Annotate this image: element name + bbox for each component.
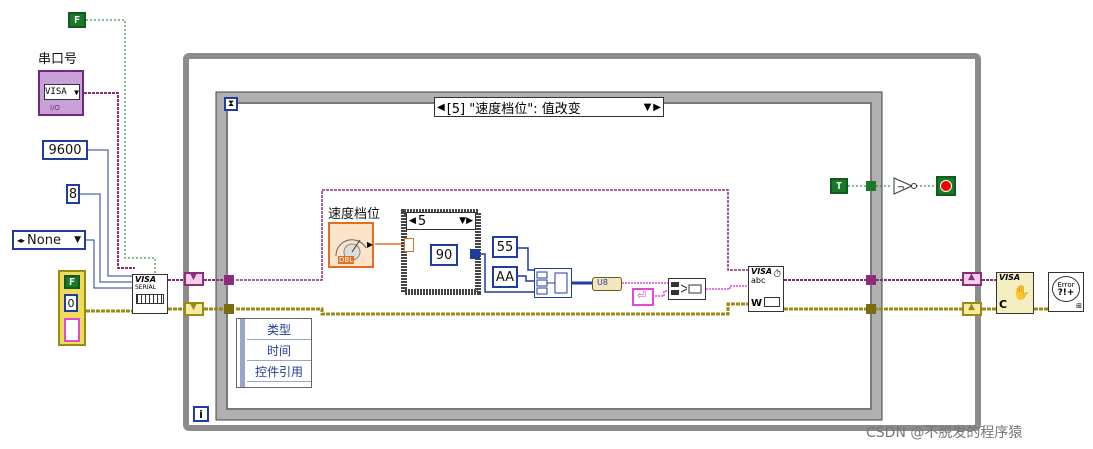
data-bits-constant[interactable]: 8	[66, 184, 80, 204]
byte-array-to-string-node[interactable]: U8	[592, 277, 622, 291]
event-data-time[interactable]: 时间	[247, 340, 311, 361]
constant-55[interactable]: 55	[492, 236, 518, 258]
timeout-terminal: ⧗	[224, 97, 238, 111]
io-badge: I/O	[50, 104, 60, 112]
parity-wire	[86, 239, 135, 289]
knob-type-label: DBL	[338, 256, 355, 264]
increment-arrow-icon[interactable]: ▶	[466, 216, 473, 226]
arrow-up-icon: ▲	[968, 272, 975, 282]
build-array-node[interactable]	[534, 268, 572, 298]
serial-connector-icon	[136, 294, 164, 304]
stop-terminal[interactable]	[936, 176, 956, 196]
error-code-constant[interactable]: 0	[64, 294, 78, 312]
error-shift-register-left[interactable]: ▼	[184, 302, 204, 316]
parity-enum-constant[interactable]: ◂▸ None ▼	[12, 230, 86, 250]
speed-knob-control[interactable]: DBL ▶	[328, 222, 374, 268]
bits-wire	[80, 193, 135, 283]
clock-icon: ⏱	[773, 269, 781, 280]
event-data-node: 类型 时间 控件引用	[236, 318, 312, 388]
error-inner-wire	[236, 302, 748, 316]
error-source-constant[interactable]	[64, 318, 80, 342]
write-buffer-icon	[764, 297, 780, 307]
while-loop-frame	[183, 53, 981, 431]
eol-string-constant[interactable]: ⏎	[632, 288, 654, 306]
serial-port-value: VISA	[45, 87, 67, 97]
close-hand-icon: ✋	[1012, 285, 1030, 301]
case-selector[interactable]: ◀ 5 ▼ ▶	[406, 212, 476, 230]
simple-error-handler-node[interactable]: Error ?!+ ⊞	[1048, 272, 1084, 312]
u8-label: U8	[597, 278, 608, 287]
visa-close-node[interactable]: VISA C ✋	[996, 272, 1034, 314]
speed-control-label: 速度档位	[328, 207, 381, 222]
arrow-down-icon: ▼	[190, 272, 197, 282]
decrement-arrow-icon[interactable]: ◀	[437, 101, 445, 113]
serial-port-label: 串口号	[38, 52, 78, 67]
error-status-constant[interactable]: F	[64, 275, 80, 289]
event-data-ctlref[interactable]: 控件引用	[247, 361, 311, 382]
constant-AA[interactable]: AA	[492, 266, 518, 288]
visa-write-title: VISA	[751, 267, 773, 276]
serial-port-control[interactable]: VISA ▼ I/O	[38, 70, 84, 116]
arrow-up-icon: ▲	[968, 302, 975, 312]
visa-serial-sub: SERIAL	[135, 284, 156, 291]
error-shift-register-right[interactable]: ▲	[962, 302, 982, 316]
svg-text:¬: ¬	[897, 183, 905, 193]
enum-arrows-icon: ◂▸	[17, 235, 26, 245]
dropdown-arrow-icon: ▼	[74, 87, 79, 97]
arrow-down-icon: ▼	[190, 302, 197, 312]
error-cluster-constant[interactable]: F 0	[58, 270, 86, 346]
event-selector-label: [5] "速度档位": 值改变	[446, 101, 581, 117]
event-tunnel-bool-out	[866, 181, 876, 191]
output-arrow-icon: ▶	[366, 240, 373, 249]
event-data-type[interactable]: 类型	[247, 319, 311, 340]
visa-shift-register-right[interactable]: ▲	[962, 272, 982, 286]
increment-arrow-icon[interactable]: ▶	[653, 101, 661, 113]
visa-inner-wire	[236, 189, 748, 281]
case-selector-value: 5	[417, 213, 427, 229]
event-tunnel-error-in	[224, 304, 234, 314]
visa-close-c: C	[999, 298, 1008, 311]
connector-icon: ⊞	[1076, 302, 1082, 310]
speech-bubble-icon: Error ?!+	[1052, 276, 1080, 302]
event-structure-frame	[216, 92, 882, 420]
dropdown-arrow-icon[interactable]: ▼	[643, 101, 652, 113]
event-tunnel-visa-out	[866, 275, 876, 285]
visa-configure-serial-node[interactable]: VISA SERIAL	[132, 274, 168, 314]
watermark: CSDN @不脱发的程序猿	[866, 425, 1023, 441]
stop-icon	[940, 180, 952, 192]
visa-shift-register-left[interactable]: ▼	[184, 272, 204, 286]
visa-write-sub: abc	[751, 276, 766, 285]
constant-90[interactable]: 90	[430, 244, 458, 266]
error-handler-label: Error	[1057, 281, 1075, 289]
visa-serial-title: VISA	[135, 275, 157, 284]
case-output-tunnel	[470, 249, 480, 259]
dropdown-arrow-icon: ▼	[74, 235, 81, 245]
true-constant[interactable]: T	[830, 178, 848, 194]
visa-write-w: W	[751, 298, 763, 309]
case-selector-terminal	[404, 238, 414, 252]
visa-resource-wire	[84, 92, 135, 269]
decrement-arrow-icon[interactable]: ◀	[409, 216, 416, 226]
not-gate-node[interactable]: ¬	[892, 176, 918, 200]
dropdown-arrow-icon[interactable]: ▼	[459, 216, 467, 226]
iteration-terminal: i	[193, 406, 209, 422]
baud-wire	[88, 149, 135, 277]
error-handler-sub: ?!+	[1057, 288, 1075, 298]
return-arrow-icon: ⏎	[637, 289, 647, 302]
visa-close-title: VISA	[999, 273, 1021, 282]
event-tunnel-error-out	[866, 304, 876, 314]
parity-value: None	[27, 232, 61, 248]
event-selector[interactable]: ◀ [5] "速度档位": 值改变 ▼ ▶	[434, 97, 664, 117]
visa-write-node[interactable]: VISA abc ⏱ W	[748, 266, 784, 312]
baud-rate-constant[interactable]: 9600	[42, 140, 88, 160]
event-tunnel-visa-in	[224, 275, 234, 285]
false-constant[interactable]: F	[68, 12, 86, 28]
false-const-wire	[86, 19, 156, 276]
concatenate-strings-node[interactable]	[668, 278, 706, 300]
